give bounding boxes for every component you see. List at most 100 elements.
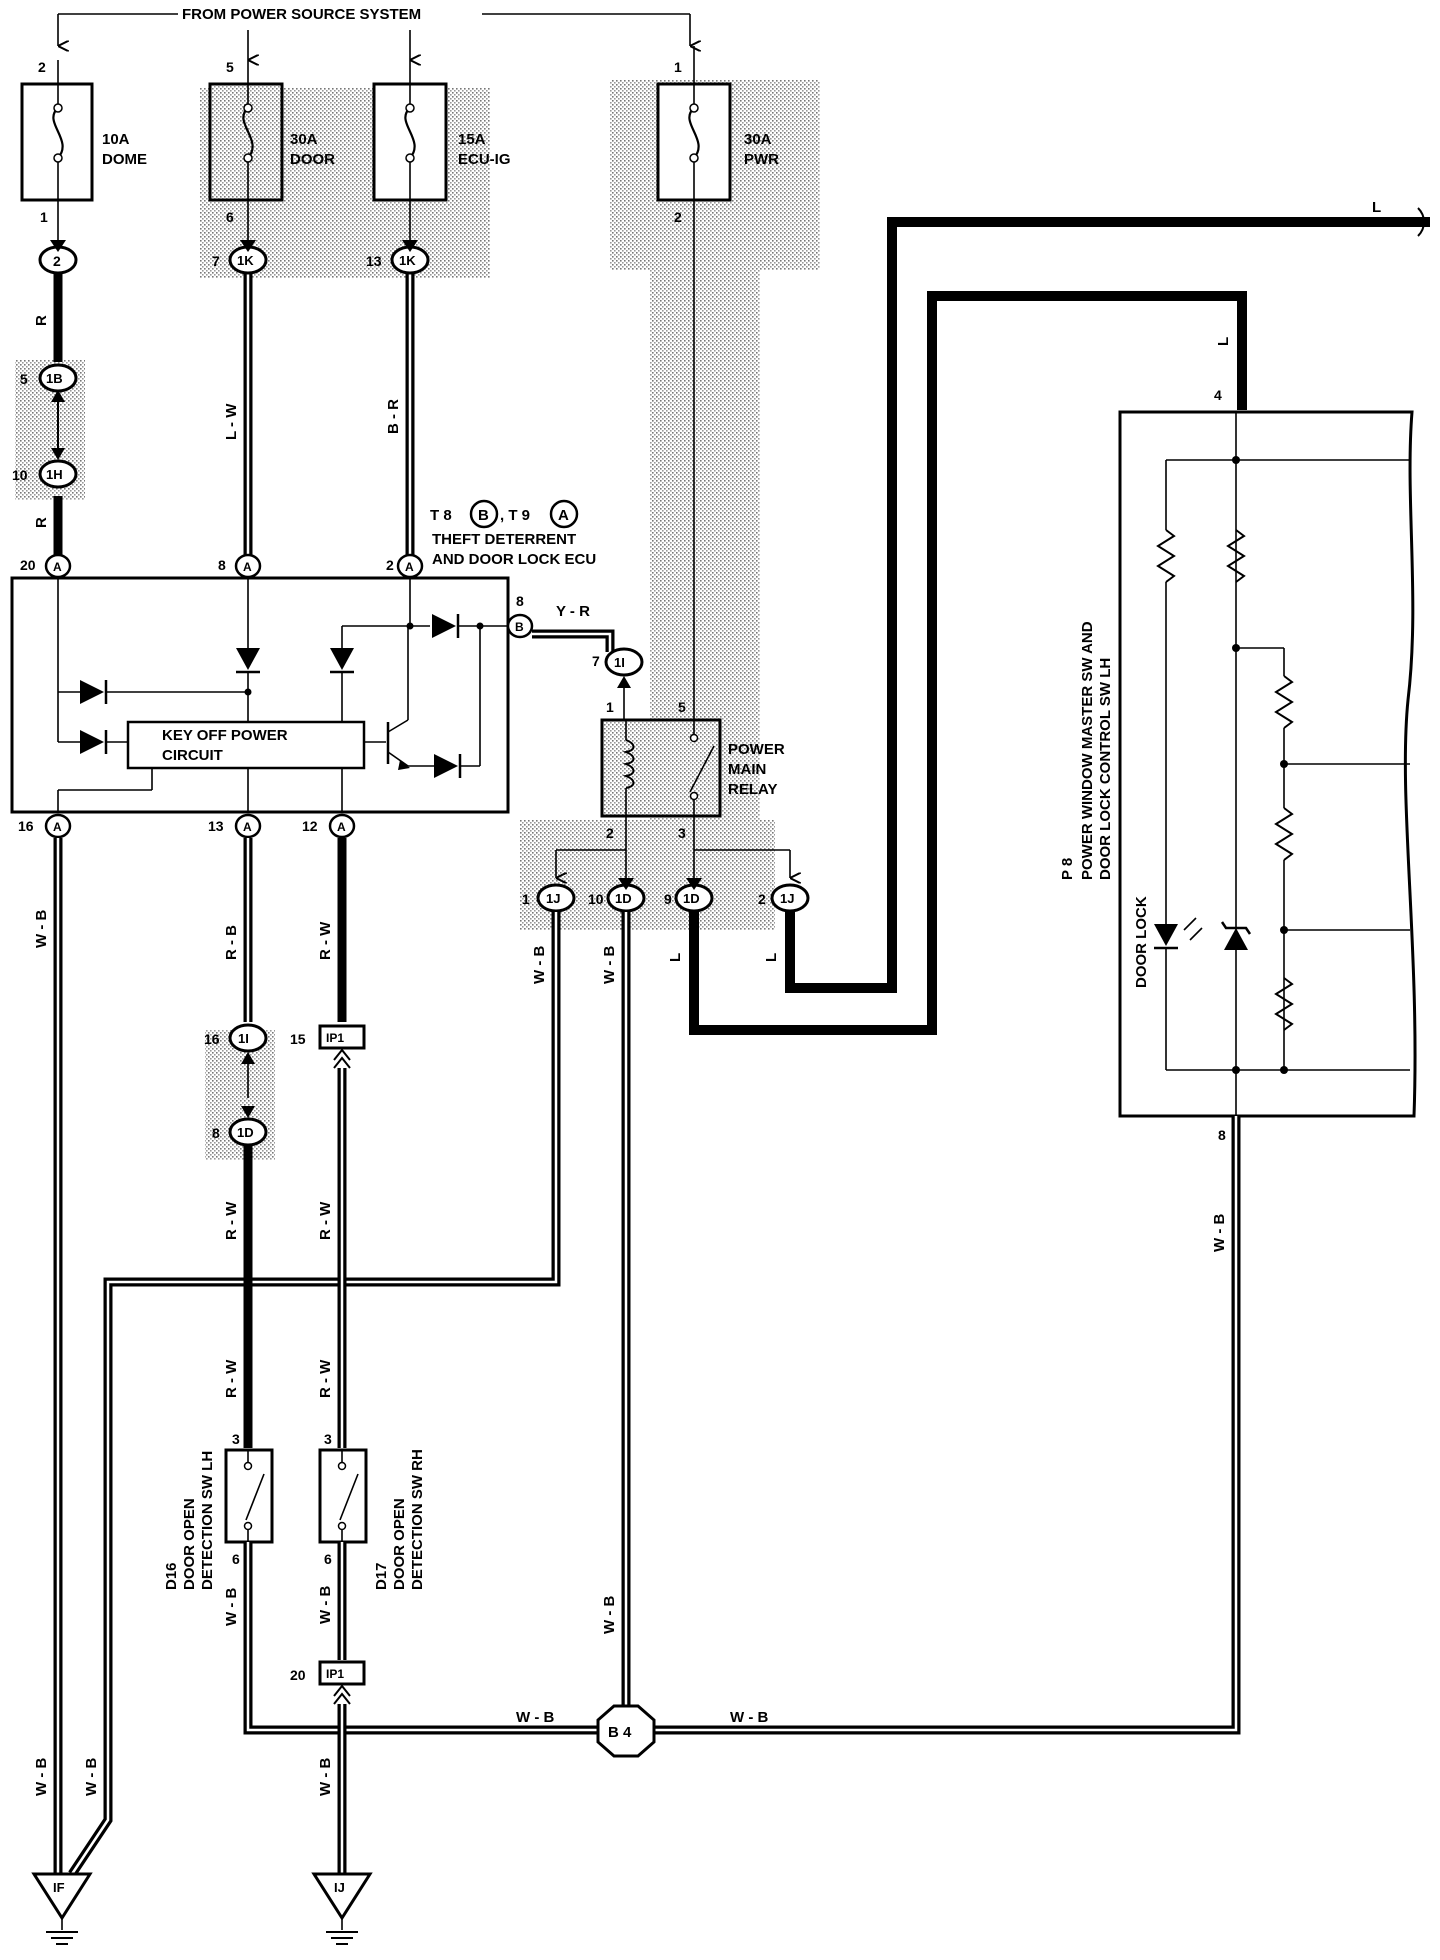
fuse-pin-in: 1 bbox=[674, 59, 682, 75]
fuse-ecu-ig: 15A ECU-IG bbox=[372, 60, 511, 240]
wire-label: W - B bbox=[531, 946, 548, 984]
master-switch-name-1: POWER WINDOW MASTER SW AND bbox=[1079, 621, 1096, 880]
connector-2: 2 bbox=[38, 240, 78, 275]
connector-code: 1D bbox=[237, 1125, 254, 1140]
ecu-label: T 8 B , T 9 A THEFT DETERRENT AND DOOR L… bbox=[430, 499, 596, 568]
fuse-name: DOME bbox=[102, 151, 147, 168]
connector-1i-7: 7 1I bbox=[592, 647, 644, 720]
connector-pin: 15 bbox=[290, 1031, 306, 1047]
connector-pin: 7 bbox=[592, 653, 600, 669]
wire-r-dome: R R bbox=[33, 272, 63, 558]
fuse-rating: 10A bbox=[102, 131, 130, 148]
connector-ip1-15: 15 IP1 bbox=[290, 1024, 366, 1069]
switch-name-1: DOOR OPEN bbox=[391, 1498, 408, 1590]
switch-name-1: DOOR OPEN bbox=[181, 1498, 198, 1590]
wire-wb-ij: W - B bbox=[317, 1704, 347, 1874]
connector-1k-13: 13 1K bbox=[366, 240, 430, 275]
pin-code: A bbox=[243, 820, 252, 834]
pin-code: A bbox=[337, 820, 346, 834]
connector-1b: 5 1B bbox=[20, 363, 78, 402]
master-switch: 4 P 8 POWER WINDOW MASTER S bbox=[1059, 387, 1417, 1143]
ground-code: IJ bbox=[334, 1880, 345, 1895]
switch-name-2: DETECTION SW LH bbox=[199, 1451, 216, 1590]
wire-label: W - B bbox=[730, 1709, 768, 1726]
connector-code: IP1 bbox=[326, 1667, 344, 1681]
wire-label: Y - R bbox=[556, 603, 590, 620]
connector-code: IP1 bbox=[326, 1031, 344, 1045]
power-source-label: FROM POWER SOURCE SYSTEM bbox=[182, 6, 421, 23]
ecu-pin-labels: 20 A 8 A 2 A 8 B 16 A 13 A 12 A bbox=[18, 557, 524, 834]
fuse-name: PWR bbox=[744, 151, 779, 168]
connector-code: 1I bbox=[614, 655, 625, 670]
wire-label: R bbox=[33, 517, 50, 528]
pin-code: A bbox=[405, 560, 414, 574]
fuse-name: ECU-IG bbox=[458, 151, 511, 168]
connector-1d-8: 8 1D bbox=[212, 1106, 268, 1147]
pin-code: A bbox=[243, 560, 252, 574]
switch-ref: D17 bbox=[373, 1562, 390, 1590]
door-switch-lh: 3 6 D16 DOOR OPEN DETECTION SW LH bbox=[163, 1431, 274, 1590]
fuse-pin-out: 6 bbox=[226, 209, 234, 225]
fuse-pin-out: 2 bbox=[674, 209, 682, 225]
connector-code: 1J bbox=[780, 891, 794, 906]
fuse-rating: 30A bbox=[290, 131, 318, 148]
wire-label: R bbox=[33, 315, 50, 326]
relay-pin: 2 bbox=[606, 825, 614, 841]
connector-pin: 9 bbox=[664, 891, 672, 907]
wire-label: W - B bbox=[223, 1588, 240, 1626]
pin-number: 16 bbox=[18, 818, 34, 834]
pin-number: 12 bbox=[302, 818, 318, 834]
switch-ref: D16 bbox=[163, 1562, 180, 1590]
connector-code: 1K bbox=[237, 253, 254, 268]
connector-1d-9: 9 1D bbox=[664, 878, 714, 913]
fuse-door: 5 30A DOOR 6 bbox=[208, 59, 335, 240]
wire-br: B - R bbox=[385, 272, 415, 558]
pin-number: 8 bbox=[218, 557, 226, 573]
junction-b4: B 4 bbox=[596, 1704, 656, 1758]
pin-bottom: 8 bbox=[1218, 1127, 1226, 1143]
fuse-pin-in: 5 bbox=[226, 59, 234, 75]
wire-yr: Y - R bbox=[532, 603, 615, 652]
ground-if: IF bbox=[31, 1872, 93, 1945]
pin-number: 13 bbox=[208, 818, 224, 834]
wire-rb: R - B bbox=[223, 838, 253, 1022]
wire-wb-d17: W - B bbox=[317, 1542, 347, 1660]
wire-label: W - B bbox=[83, 1758, 100, 1796]
connector-1i-16: 16 1I bbox=[204, 1023, 268, 1098]
wire-label: W - B bbox=[317, 1758, 334, 1796]
wire-rw-d16: R - W R - W bbox=[223, 1146, 253, 1448]
relay-pin: 3 bbox=[678, 825, 686, 841]
relay-name-2: MAIN bbox=[728, 761, 766, 778]
wire-wb-16: W - B W - B bbox=[33, 838, 63, 1874]
fuse-pwr: 1 30A PWR 2 bbox=[656, 46, 779, 730]
door-switch-rh: 3 6 D17 DOOR OPEN DETECTION SW RH bbox=[318, 1431, 426, 1590]
connector-pin: 5 bbox=[20, 371, 28, 387]
connector-1d-10: 10 1D bbox=[588, 878, 646, 913]
pin-number: 8 bbox=[516, 593, 524, 609]
relay-name-1: POWER bbox=[728, 741, 785, 758]
ecu-ref-b: B bbox=[478, 507, 489, 524]
connector-pin: 8 bbox=[212, 1125, 220, 1141]
wire-label: W - B bbox=[317, 1586, 334, 1624]
wire-label: R - W bbox=[317, 1359, 334, 1398]
connector-1j-1: 1 1J bbox=[522, 883, 576, 913]
connector-1h: 10 1H bbox=[12, 448, 78, 489]
relay-output-wiring bbox=[555, 816, 790, 880]
fuse-pin-out: 1 bbox=[40, 209, 48, 225]
wire-label: W - B bbox=[33, 1758, 50, 1796]
power-main-relay: 1 5 2 3 POWER MAIN RELAY bbox=[600, 699, 785, 841]
ecu-name-2: AND DOOR LOCK ECU bbox=[432, 551, 596, 568]
ecu-internal-circuit: KEY OFF POWER CIRCUIT bbox=[57, 578, 508, 812]
connector-code: 2 bbox=[53, 253, 61, 269]
pin-code: A bbox=[53, 820, 62, 834]
wire-wb-p8: W - B W - B W - B bbox=[516, 1116, 1241, 1735]
fuse-rating: 30A bbox=[744, 131, 772, 148]
wire-label: W - B bbox=[1211, 1214, 1228, 1252]
master-switch-name-2: DOOR LOCK CONTROL SW LH bbox=[1097, 658, 1114, 880]
pin-number: 2 bbox=[386, 557, 394, 573]
connector-pin: 20 bbox=[290, 1667, 306, 1683]
pin-code: B bbox=[515, 620, 524, 634]
wire-label: R - W bbox=[223, 1359, 240, 1398]
connector-1k-7: 7 1K bbox=[212, 240, 268, 275]
connector-code: 1B bbox=[46, 371, 63, 386]
